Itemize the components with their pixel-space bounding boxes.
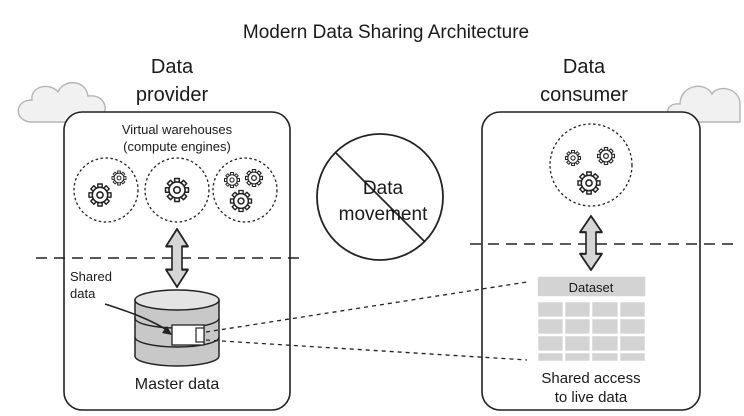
warehouses-label-line1: Virtual warehouses — [122, 122, 233, 137]
gear-icon — [88, 183, 112, 207]
share-line-bottom — [205, 339, 528, 361]
consumer-heading-line1: Data — [563, 56, 606, 78]
gear-icon — [564, 149, 582, 167]
no-data-movement-icon — [316, 133, 444, 261]
warehouse-1 — [73, 157, 139, 223]
gear-icon — [223, 171, 241, 189]
provider-heading-line1: Data — [151, 56, 194, 78]
warehouse-3 — [212, 157, 278, 223]
warehouses-label-line2: (compute engines) — [123, 139, 231, 154]
provider-heading-line2: provider — [136, 84, 209, 106]
database-label: Master data — [135, 376, 220, 393]
pointer-arrowhead — [162, 326, 172, 335]
gear-icon — [244, 168, 264, 188]
database-icon — [134, 289, 220, 367]
shared-data-pointer — [104, 303, 171, 333]
dataset-table — [535, 275, 648, 364]
consumer-warehouse — [549, 123, 633, 207]
gear-icon — [577, 171, 601, 195]
shared-data-label-line1: Shared — [70, 269, 112, 284]
share-line-top — [205, 281, 528, 333]
shared-data-label-line2: data — [70, 286, 96, 301]
gear-icon — [596, 146, 616, 166]
gear-icon — [229, 189, 253, 213]
shared-access-line2: to live data — [555, 389, 628, 406]
no-movement-line1: Data — [363, 178, 404, 199]
no-movement-line2: movement — [339, 204, 428, 225]
warehouse-2 — [144, 157, 210, 223]
gear-icon — [111, 170, 127, 186]
page-title: Modern Data Sharing Architecture — [243, 22, 529, 43]
consumer-heading-line2: consumer — [540, 84, 628, 106]
shared-access-line1: Shared access — [541, 370, 640, 387]
gear-icon — [164, 177, 190, 203]
dataset-label: Dataset — [569, 280, 614, 295]
